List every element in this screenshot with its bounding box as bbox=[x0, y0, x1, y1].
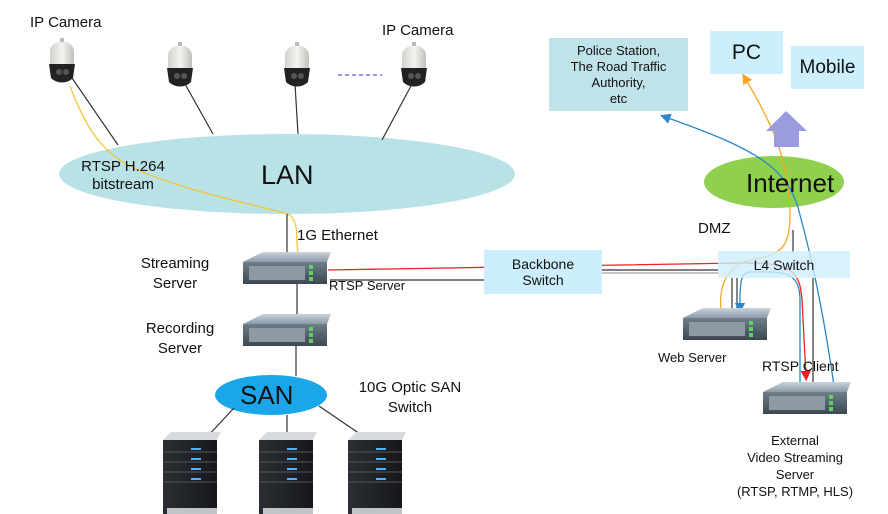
ip-camera-icon bbox=[401, 42, 427, 87]
external-to-police-flow bbox=[660, 113, 835, 387]
rtsp-stream-label: RTSP H.264 bitstream bbox=[68, 158, 178, 194]
l4-switch-label: L4 Switch bbox=[753, 256, 815, 273]
external-server-label-1: External bbox=[771, 433, 819, 448]
external-server-label-2: Video Streaming bbox=[747, 450, 843, 465]
l4-switch: L4 Switch bbox=[718, 251, 850, 278]
camera-link-2 bbox=[184, 83, 214, 135]
recording-server-icon bbox=[243, 314, 331, 346]
police-label-3: Authority, bbox=[591, 74, 646, 90]
ethernet-label: 1G Ethernet bbox=[297, 227, 378, 244]
rtsp-stream-label-1: RTSP H.264 bbox=[81, 158, 165, 175]
backbone-switch-label-1: Backbone bbox=[511, 256, 575, 272]
web-server-label: Web Server bbox=[658, 350, 727, 365]
pc-label: PC bbox=[731, 40, 762, 64]
external-streaming-server-icon bbox=[763, 382, 851, 414]
san-switch-label-1: 10G Optic SAN bbox=[358, 379, 462, 396]
san-label: SAN bbox=[240, 380, 294, 410]
external-server-label: External Video Streaming Server (RTSP, R… bbox=[715, 432, 875, 500]
camera-label-left: IP Camera bbox=[30, 14, 102, 31]
web-server-icon bbox=[683, 308, 771, 340]
mobile-label: Mobile bbox=[799, 56, 856, 78]
camera-link-3 bbox=[294, 83, 299, 135]
lan-cloud bbox=[59, 134, 515, 214]
streaming-server-label: Streaming Server bbox=[130, 254, 220, 294]
camera-link-4 bbox=[381, 83, 413, 141]
streaming-server-icon bbox=[243, 252, 331, 284]
san-cloud bbox=[215, 375, 327, 415]
lan-label: LAN bbox=[261, 160, 314, 190]
storage-server-icon bbox=[348, 432, 406, 514]
storage-server-icon bbox=[163, 432, 221, 514]
rtsp-stream-line bbox=[69, 85, 299, 253]
ip-camera-icon bbox=[284, 42, 310, 87]
streaming-server-label-1: Streaming bbox=[140, 255, 210, 272]
police-label-4: etc bbox=[609, 90, 628, 106]
san-switch-label: 10G Optic SAN Switch bbox=[355, 378, 465, 418]
backbone-switch: Backbone Switch bbox=[484, 250, 602, 294]
camera-link-1 bbox=[71, 77, 119, 146]
ip-camera-icon bbox=[167, 42, 193, 87]
mobile-box: Mobile bbox=[791, 46, 864, 89]
recording-server-label-1: Recording bbox=[145, 320, 215, 337]
internet-cloud bbox=[704, 156, 844, 208]
police-label-1: Police Station, bbox=[576, 42, 661, 58]
recording-server-label-2: Server bbox=[157, 340, 203, 357]
rtsp-server-label: RTSP Server bbox=[329, 278, 406, 293]
storage-server-icon bbox=[259, 432, 317, 514]
external-server-label-3: Server bbox=[775, 467, 815, 482]
camera-label-right: IP Camera bbox=[382, 22, 454, 39]
san-switch-label-2: Switch bbox=[387, 399, 433, 416]
police-label-2: The Road Traffic bbox=[570, 58, 667, 74]
external-server-label-4: (RTSP, RTMP, HLS) bbox=[736, 484, 854, 499]
internet-label: Internet bbox=[746, 168, 835, 198]
streaming-server-label-2: Server bbox=[152, 275, 198, 292]
police-station-box: Police Station, The Road Traffic Authori… bbox=[549, 38, 688, 111]
backbone-switch-label-2: Switch bbox=[522, 272, 564, 288]
pc-box: PC bbox=[710, 31, 783, 74]
rtsp-client-label: RTSP Client bbox=[762, 358, 839, 374]
rtsp-stream-label-2: bitstream bbox=[92, 176, 154, 193]
recording-server-label: Recording Server bbox=[135, 319, 225, 359]
upload-arrow-icon bbox=[766, 111, 807, 147]
ip-camera-icon bbox=[49, 38, 75, 83]
dmz-label: DMZ bbox=[698, 220, 731, 237]
